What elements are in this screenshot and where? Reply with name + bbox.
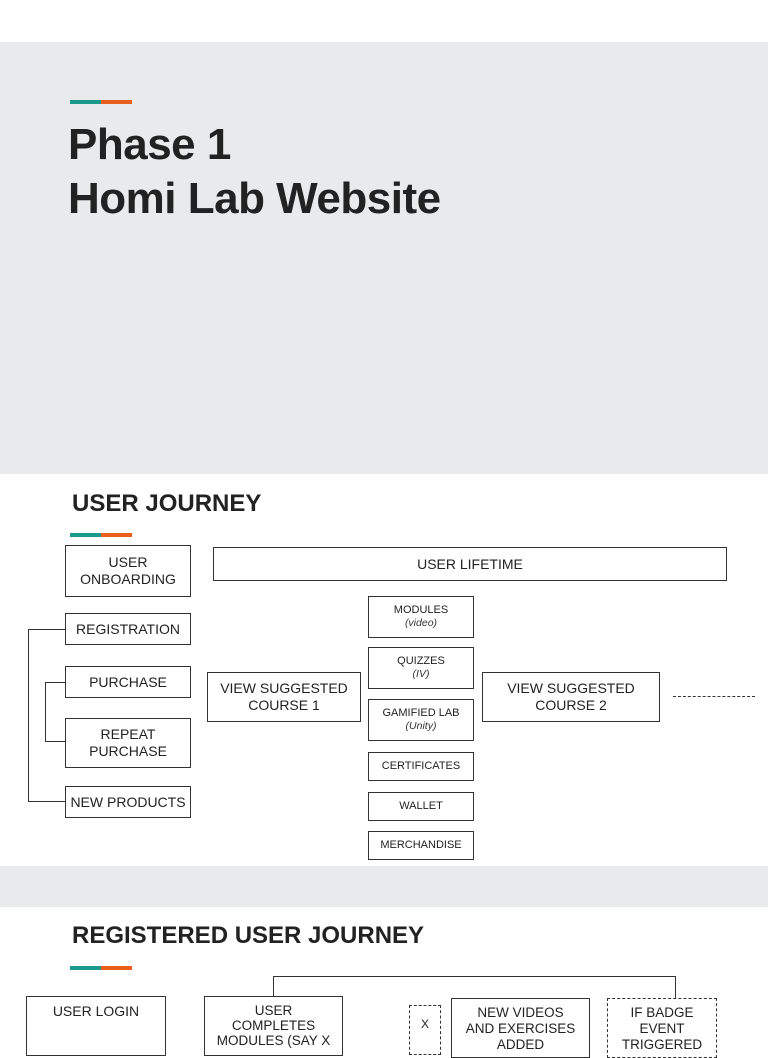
slide-gap: [0, 866, 768, 907]
user-lifetime-box: USER LIFETIME: [213, 547, 727, 581]
user-journey-slide: USER JOURNEY: [0, 474, 768, 866]
label: X: [420, 1017, 429, 1031]
badge-event-box: IF BADGE EVENT TRIGGERED: [607, 998, 717, 1058]
new-products-box: NEW PRODUCTS: [65, 786, 191, 818]
new-videos-box: NEW VIDEOS AND EXERCISES ADDED: [451, 998, 590, 1058]
connector: [45, 682, 46, 742]
connector: [273, 976, 274, 996]
label: WALLET: [399, 800, 443, 812]
sublabel: (Unity): [405, 720, 437, 732]
label: MERCHANDISE: [380, 839, 462, 851]
connector: [28, 629, 29, 802]
user-onboarding-box: USER ONBOARDING: [65, 545, 191, 597]
feature-quizzes: QUIZZES(IV): [368, 647, 474, 689]
slide-title: REGISTERED USER JOURNEY: [72, 922, 425, 949]
label: NEW PRODUCTS: [70, 793, 186, 810]
label: PURCHASE: [89, 673, 167, 690]
slide-title: USER JOURNEY: [72, 490, 262, 517]
feature-certificates: CERTIFICATES: [368, 752, 474, 781]
x-box: X: [409, 1005, 441, 1055]
connector: [675, 976, 676, 998]
label: QUIZZES: [397, 655, 445, 667]
connector: [28, 801, 65, 802]
label: NEW VIDEOS AND EXERCISES ADDED: [465, 1005, 576, 1052]
sublabel: (IV): [412, 668, 430, 680]
repeat-purchase-box: REPEAT PURCHASE: [65, 718, 191, 768]
feature-gamified-lab: GAMIFIED LAB(Unity): [368, 699, 474, 741]
user-completes-box: USER COMPLETES MODULES (SAY X: [204, 996, 343, 1056]
label: IF BADGE EVENT TRIGGERED: [621, 1005, 703, 1052]
feature-merchandise: MERCHANDISE: [368, 831, 474, 860]
connector: [28, 629, 65, 630]
course-2-box: VIEW SUGGESTED COURSE 2: [482, 672, 660, 722]
title-line-2: Homi Lab Website: [68, 174, 441, 223]
purchase-box: PURCHASE: [65, 666, 191, 698]
label: MODULES: [393, 604, 449, 616]
title-line-1: Phase 1: [68, 120, 231, 169]
course-1-box: VIEW SUGGESTED COURSE 1: [207, 672, 361, 722]
label: VIEW SUGGESTED COURSE 1: [220, 680, 348, 713]
connector: [45, 741, 65, 742]
label: GAMIFIED LAB: [382, 707, 460, 719]
user-login-box: USER LOGIN: [26, 996, 166, 1056]
dashed-continuation: [673, 696, 755, 697]
label: USER COMPLETES MODULES (SAY X: [216, 1003, 331, 1048]
label: USER LIFETIME: [417, 555, 523, 572]
label: CERTIFICATES: [381, 760, 461, 772]
connector: [45, 682, 65, 683]
label: USER LOGIN: [52, 1003, 140, 1019]
feature-wallet: WALLET: [368, 792, 474, 821]
label: USER ONBOARDING: [80, 554, 176, 587]
label: REGISTRATION: [76, 620, 180, 637]
label: REPEAT PURCHASE: [89, 726, 167, 759]
accent-bar: [70, 100, 132, 104]
registration-box: REGISTRATION: [65, 613, 191, 645]
label: VIEW SUGGESTED COURSE 2: [507, 680, 635, 713]
title-slide: Phase 1 Homi Lab Website: [0, 42, 768, 474]
sublabel: (video): [404, 617, 438, 629]
accent-bar: [70, 533, 132, 537]
feature-modules: MODULES(video): [368, 596, 474, 638]
connector: [273, 976, 676, 977]
accent-bar: [70, 966, 132, 970]
